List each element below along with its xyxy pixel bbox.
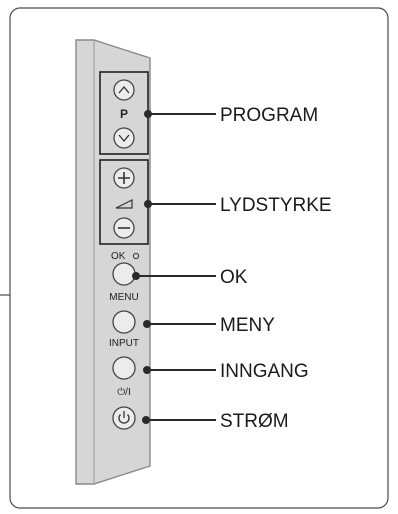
program-up-button[interactable] — [113, 79, 135, 101]
menu-panel-label: MENU — [109, 292, 138, 303]
leader-menu — [143, 320, 216, 328]
outer-frame — [9, 7, 389, 509]
leader-power — [142, 416, 216, 424]
plus-icon — [118, 172, 130, 184]
program-down-button[interactable] — [113, 127, 135, 149]
leader-ok — [132, 272, 216, 280]
volume-up-button[interactable] — [113, 167, 135, 189]
callout-program: PROGRAM — [220, 105, 318, 126]
power-icon — [118, 411, 130, 424]
chevron-down-icon — [118, 134, 130, 143]
callout-ok: OK — [220, 267, 248, 288]
callout-input: INNGANG — [220, 361, 309, 382]
chevron-up-icon — [118, 85, 130, 94]
power-panel-label: ⏻/I — [117, 387, 130, 398]
menu-button[interactable] — [112, 310, 136, 334]
volume-down-button[interactable] — [113, 217, 135, 239]
callout-menu: MENY — [220, 315, 275, 336]
ok-panel-label: OK — [111, 251, 126, 262]
ok-button[interactable] — [112, 262, 136, 286]
callout-power: STRØM — [220, 411, 289, 432]
ok-dot-icon — [132, 252, 140, 260]
callout-volume: LYDSTYRKE — [220, 195, 332, 216]
leader-volume — [144, 200, 216, 208]
input-panel-label: INPUT — [109, 338, 139, 349]
leader-input — [143, 366, 216, 374]
power-button[interactable] — [112, 406, 136, 430]
program-p-label: P — [120, 107, 128, 121]
input-button[interactable] — [112, 356, 136, 380]
leader-program — [144, 110, 216, 118]
volume-icon — [115, 199, 133, 209]
